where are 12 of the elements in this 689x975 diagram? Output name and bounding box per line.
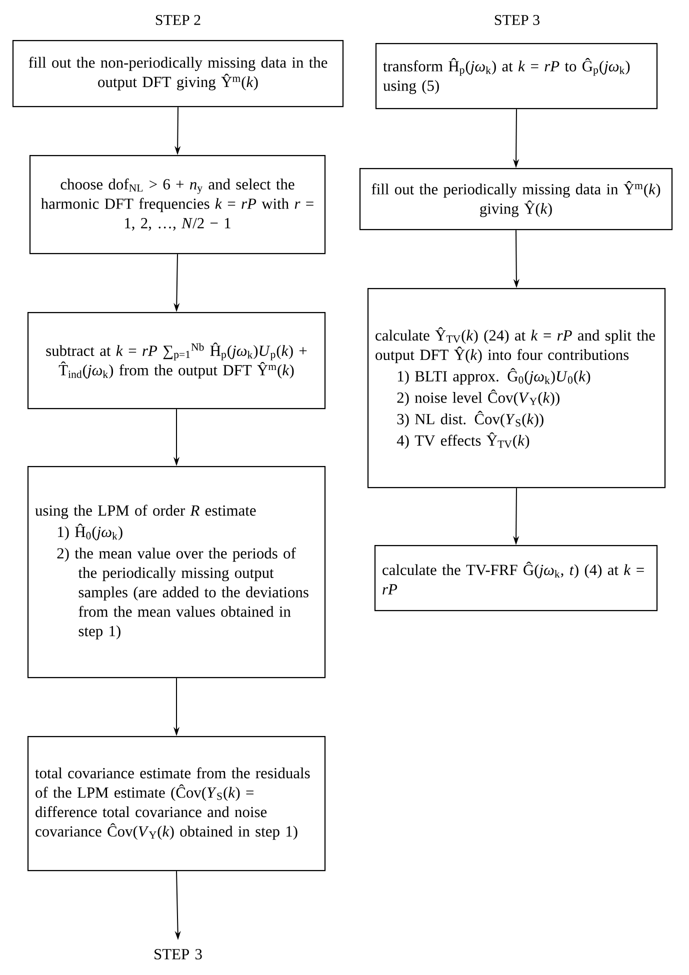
process-box: using the LPM of order R estimate 1) Ĥ$_{0}$(jω$_{k}$) 2) the mean value over the periods of the periodically missing output samples (are added to the deviations from the mean values obtained in step 1) (27, 466, 326, 678)
column-heading: STEP 2 (156, 15, 200, 26)
process-box: fill out the periodically missing data in Ŷ$^{m}$(k) giving Ŷ(k) (359, 168, 673, 230)
process-box: subtract at k = rP ∑$_{p=1}$$^{Nb}$ Ĥ$_{p}$(jω$_{k}$)U$_{p}$(k) + T̂$_{ind}$(jω$_{k}$) from the output DFT Ŷ$^{m}$(k) (27, 312, 326, 410)
process-box: calculate Ŷ$_{TV}$(k) (24) at k = rP and split the output DFT Ŷ(k) into four contributions 1) BLTI approx. Ĝ$_{0}$(jω$_{k}$)U$_{0}$(k) 2) noise level Ĉov(V$_{Y}$(k)) 3) NL dist. Ĉov(Y$_{S}$(k)) 4) TV effects Ŷ$_{TV}$(k) (367, 288, 666, 488)
column-heading: STEP 3 (494, 15, 540, 26)
process-box: choose dof$_{NL}$ > 6 + n$_{y}$ and select the harmonic DFT frequencies k = rP with r = 1, 2, …, N/2 − 1 (29, 155, 326, 254)
step-heading: STEP 3 (154, 949, 202, 960)
process-box: calculate the TV-FRF Ĝ(jω$_{k}$, t) (4) at k = rP (374, 545, 658, 612)
process-box: total covariance estimate from the residuals of the LPM estimate (Ĉov(Y$_{S}$(k) = difference total covariance and noise covariance Ĉov(V$_{Y}$(k) obtained in step 1) (27, 736, 326, 872)
process-box: transform Ĥ$_{p}$(jω$_{k}$) at k = rP to Ĝ$_{p}$(jω$_{k}$) using (5) (375, 43, 658, 110)
process-box: fill out the non-periodically missing data in the output DFT giving Ŷ$^{m}$(k) (12, 40, 344, 108)
